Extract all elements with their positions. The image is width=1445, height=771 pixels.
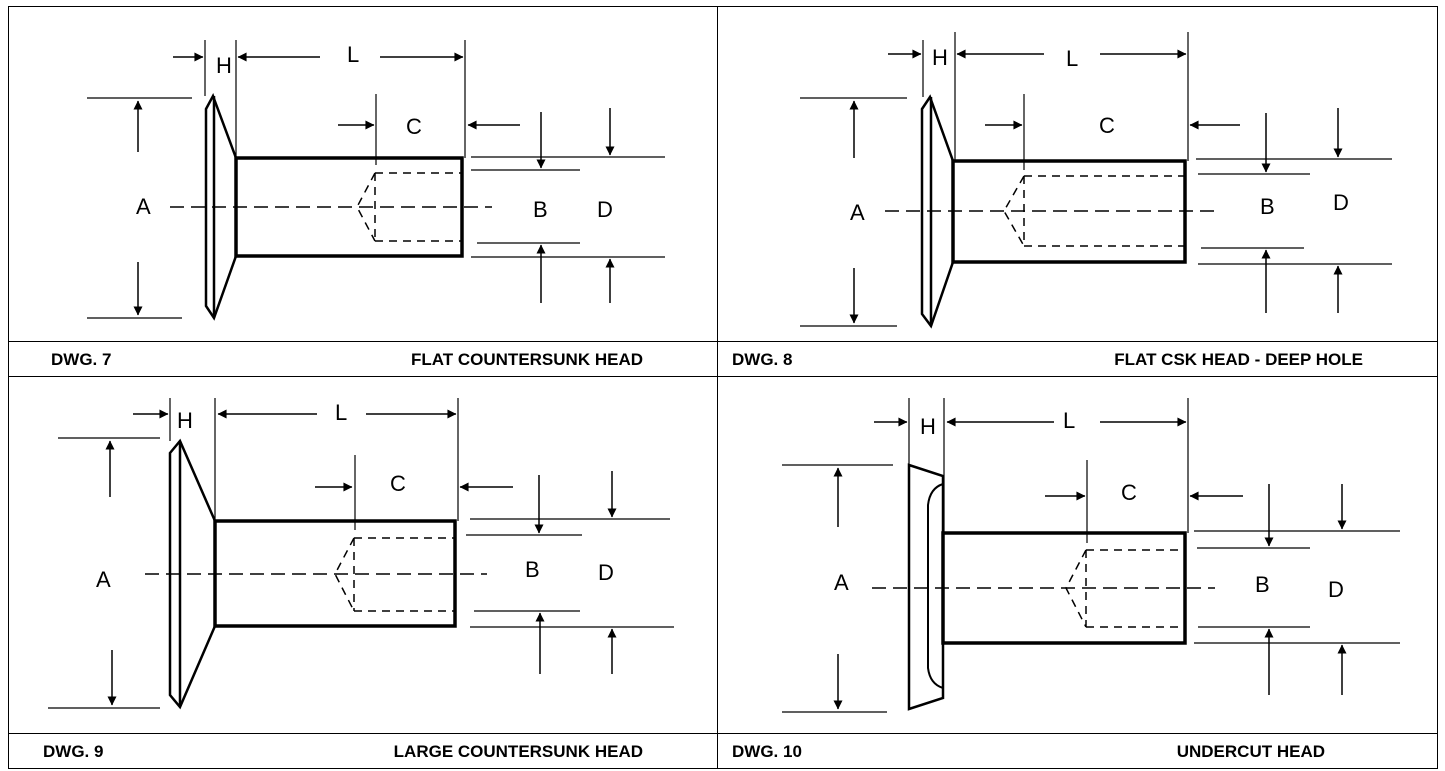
dimension-labels-8: H L C A B D [850, 45, 1349, 225]
label-h: H [932, 45, 948, 70]
blind-hole [356, 172, 462, 242]
caption-bar-dwg-7: DWG. 7 FLAT COUNTERSUNK HEAD [8, 341, 718, 377]
drawing-number: DWG. 7 [51, 350, 112, 369]
label-a: A [850, 200, 865, 225]
label-b: B [1255, 572, 1270, 597]
caption-bar-dwg-8: DWG. 8 FLAT CSK HEAD - DEEP HOLE [717, 341, 1438, 377]
undercut-recess [927, 483, 944, 689]
drawing-number: DWG. 9 [43, 742, 104, 761]
label-b: B [525, 557, 540, 582]
label-d: D [1333, 190, 1349, 215]
label-c: C [406, 114, 422, 139]
rivet-drawing-8 [800, 32, 1392, 329]
dimension-labels-9: H L C A B D [96, 400, 614, 592]
label-h: H [920, 414, 936, 439]
label-b: B [1260, 194, 1275, 219]
deep-hole [1003, 175, 1185, 247]
label-d: D [597, 197, 613, 222]
label-l: L [347, 42, 359, 67]
rivet-head [907, 463, 945, 711]
label-a: A [136, 194, 151, 219]
drawing-title: FLAT CSK HEAD - DEEP HOLE [1114, 350, 1363, 369]
blind-hole [334, 537, 455, 612]
drawing-number: DWG. 8 [732, 350, 793, 369]
label-c: C [390, 471, 406, 496]
label-l: L [1066, 46, 1078, 71]
label-h: H [216, 53, 232, 78]
label-l: L [1063, 408, 1075, 433]
label-a: A [834, 570, 849, 595]
rivet-drawing-10 [782, 398, 1400, 713]
label-h: H [177, 408, 193, 433]
dimension-labels-10: H L C A B D [834, 408, 1344, 602]
label-d: D [1328, 577, 1344, 602]
label-c: C [1121, 480, 1137, 505]
label-a: A [96, 567, 111, 592]
label-c: C [1099, 113, 1115, 138]
drawing-number: DWG. 10 [732, 742, 802, 761]
drawing-title: UNDERCUT HEAD [1176, 742, 1325, 761]
rivet-drawing-9 [48, 398, 674, 710]
caption-bar-dwg-10: DWG. 10 UNDERCUT HEAD [717, 733, 1438, 769]
dimension-labels-7: H L C A B D [136, 42, 613, 222]
rivet-drawing-7 [87, 40, 665, 321]
drawing-title: FLAT COUNTERSUNK HEAD [410, 350, 643, 369]
label-d: D [598, 560, 614, 585]
caption-bar-dwg-9: DWG. 9 LARGE COUNTERSUNK HEAD [8, 733, 718, 769]
drawing-title: LARGE COUNTERSUNK HEAD [393, 742, 643, 761]
label-l: L [335, 400, 347, 425]
label-b: B [533, 197, 548, 222]
